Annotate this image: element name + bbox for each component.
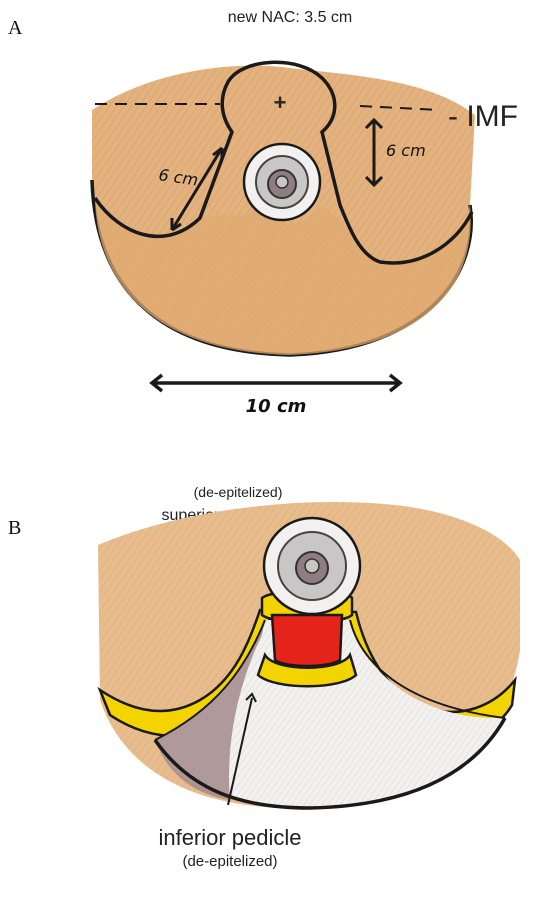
imf-label: - IMF	[448, 100, 518, 133]
superior-pedicle-red	[272, 615, 342, 666]
right-measure-label: 6 cm	[386, 141, 426, 160]
panel-b: B (de-epitelized) superior pedicle infer…	[8, 484, 520, 870]
panel-b-letter: B	[8, 517, 21, 539]
new-nac-center-mark: +	[274, 90, 287, 115]
inferior-pedicle-label-2: (de-epitelized)	[182, 853, 277, 870]
new-nac-label: new NAC: 3.5 cm	[228, 9, 352, 26]
superior-pedicle-label-1: (de-epitelized)	[194, 484, 283, 500]
panel-a: A new NAC: 3.5 cm + - IMF 6 cm 6 cm	[8, 9, 518, 417]
inferior-pedicle-label-1: inferior pedicle	[158, 825, 301, 850]
panel-a-letter: A	[8, 17, 23, 39]
width-measure-label: 10 cm	[246, 396, 307, 417]
